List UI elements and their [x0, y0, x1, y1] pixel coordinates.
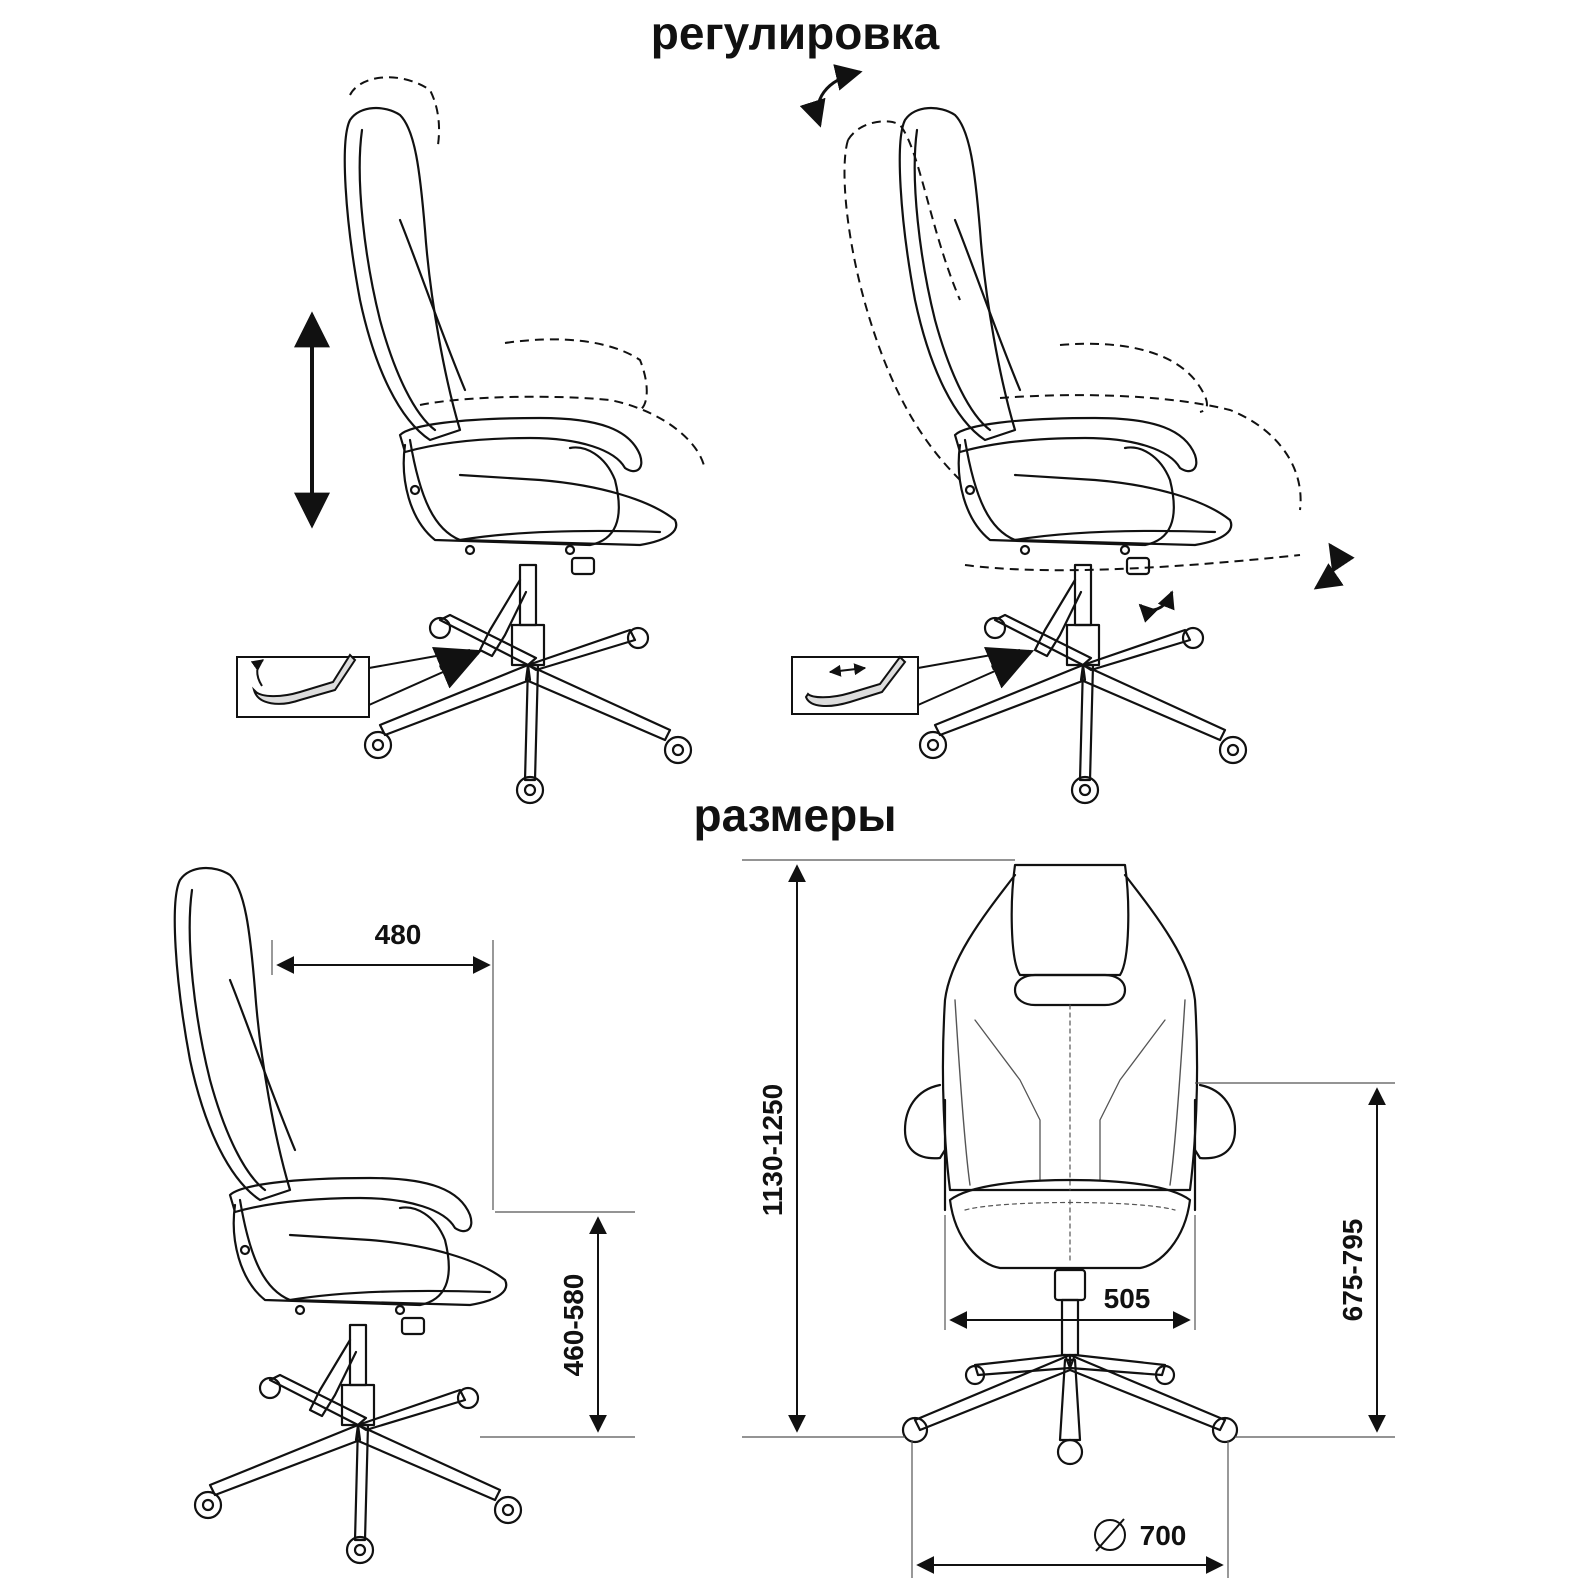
tilt-arrow [1313, 542, 1355, 590]
dims-side-chair: 480 460-580 [173, 866, 635, 1565]
depth-label: 480 [375, 919, 422, 950]
adjustment-heading: регулировка [650, 7, 940, 59]
seat-height-label: 460-580 [558, 1274, 589, 1377]
dims-front-chair: 1130-1250 505 675-795 700 [742, 859, 1395, 1578]
lever-up-icon [236, 646, 483, 718]
recline-arrow [799, 64, 863, 128]
width-label: 505 [1104, 1283, 1151, 1314]
total-height-label: 1130-1250 [757, 1084, 788, 1216]
knob-arrow [1138, 590, 1175, 623]
dimensions-heading: размеры [693, 789, 897, 841]
lever-sideways-icon [791, 646, 1035, 715]
adjust-chair-tilt [791, 64, 1355, 805]
armrest-height-label: 675-795 [1337, 1219, 1368, 1322]
adjust-chair-height [236, 76, 706, 805]
diameter-icon [1094, 1518, 1126, 1552]
base-diameter-label: 700 [1140, 1520, 1187, 1551]
